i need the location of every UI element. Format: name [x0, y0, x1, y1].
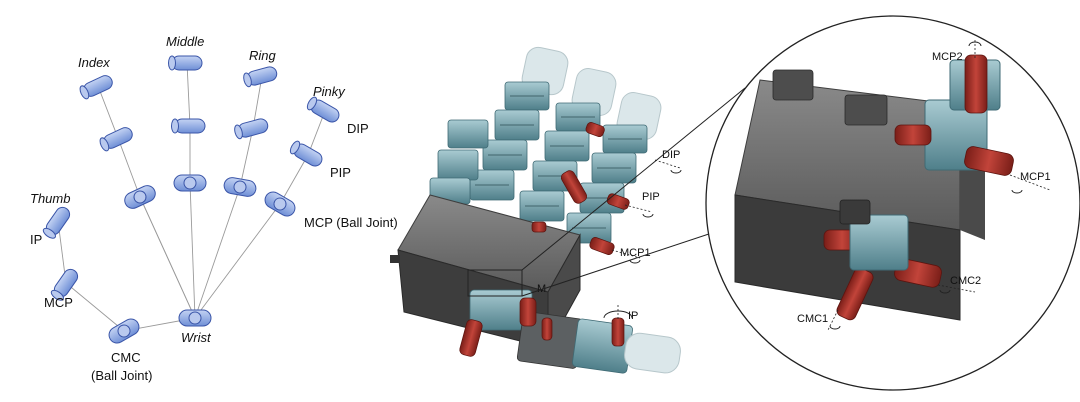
label-cmc: CMC — [111, 350, 141, 365]
index-pip-joint — [98, 125, 134, 152]
render-label-pip: PIP — [642, 191, 660, 203]
zoom-label-cmc2: CMC2 — [950, 275, 981, 287]
label-mcp-ball: MCP (Ball Joint) — [304, 215, 398, 230]
pinky-pip-joint — [288, 140, 324, 169]
pinky-dip-joint — [305, 96, 341, 125]
middle-mcp-joint — [174, 175, 206, 191]
label-thumb: Thumb — [30, 191, 70, 206]
zoom-label-mcp1: MCP1 — [1020, 171, 1051, 183]
pinky-mcp-joint — [262, 189, 298, 219]
label-ip: IP — [30, 232, 42, 247]
kinematic-schematic: Index Middle Ring Pinky Thumb DIP PIP MC… — [30, 34, 398, 383]
label-thumb-mcp: MCP — [44, 295, 73, 310]
schematic-links — [58, 63, 325, 331]
label-middle: Middle — [166, 34, 204, 49]
label-dip: DIP — [347, 121, 369, 136]
middle-dip-joint — [169, 56, 203, 70]
render-label-mcp1: MCP1 — [620, 247, 651, 259]
middle-pip-joint — [172, 119, 206, 133]
label-pinky: Pinky — [313, 84, 346, 99]
label-index: Index — [78, 55, 110, 70]
index-mcp-joint — [122, 183, 158, 211]
render-label-ip: IP — [628, 310, 638, 322]
wrist-joint — [179, 310, 211, 326]
label-ring: Ring — [249, 48, 277, 63]
robot-hand-render: DIP PIP MCP1 M IP — [390, 45, 682, 375]
zoom-inset: MCP2 MCP1 CMC2 CMC1 — [706, 16, 1080, 390]
ring-mcp-joint — [223, 176, 257, 197]
zoom-label-cmc1: CMC1 — [797, 313, 828, 325]
thumb-ip-joint — [42, 205, 73, 240]
label-pip: PIP — [330, 165, 351, 180]
zoom-label-mcp2: MCP2 — [932, 51, 963, 63]
label-wrist: Wrist — [181, 330, 212, 345]
schematic-joints — [42, 56, 342, 346]
render-label-dip: DIP — [662, 149, 680, 161]
label-cmc-ball: (Ball Joint) — [91, 368, 152, 383]
index-dip-joint — [78, 73, 114, 100]
